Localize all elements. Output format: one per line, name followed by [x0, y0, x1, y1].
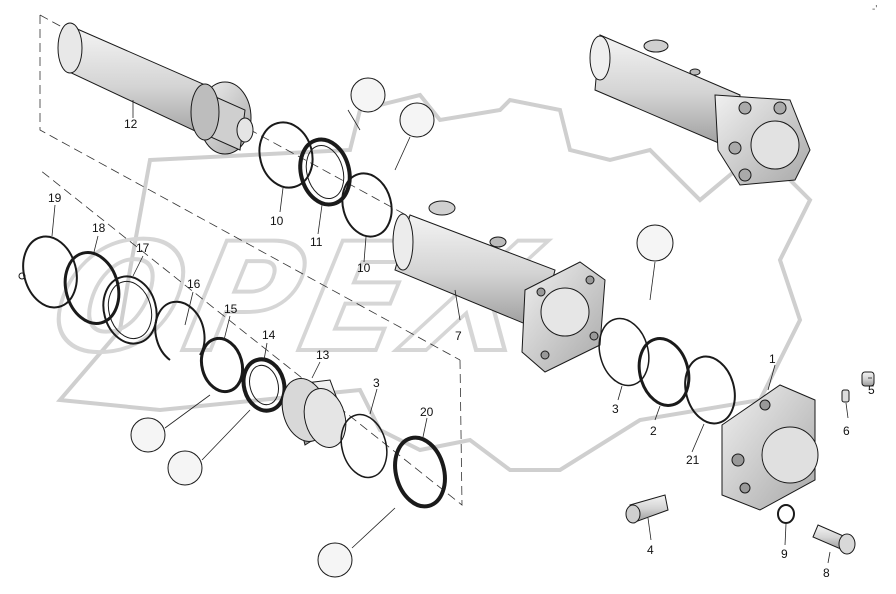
callout-6: 6: [843, 424, 850, 438]
callout-4: 4: [647, 543, 654, 557]
part-8-bolt: [812, 524, 856, 555]
corner-mark: -': [872, 4, 877, 15]
detail-bubbles: [130, 77, 674, 578]
assembled-cylinder-view: [589, 34, 811, 186]
callout-9: 9: [781, 547, 788, 561]
part-2-ring: [637, 337, 691, 407]
part-19-snap-ring: [18, 235, 78, 309]
assembly-boundary: [39, 14, 471, 506]
detail-bubble-4: [130, 417, 166, 453]
callout-5: 5: [868, 383, 875, 397]
callout-10-upper: 10: [270, 214, 284, 228]
callout-20: 20: [420, 405, 434, 419]
part-13-piston: [281, 378, 347, 448]
detail-bubble-5: [167, 450, 203, 486]
callout-11: 11: [310, 235, 323, 249]
callout-10-lower: 10: [357, 261, 371, 275]
callout-17: 17: [136, 241, 150, 255]
part-14-seal: [241, 357, 287, 413]
part-3-ring-left: [340, 413, 388, 479]
detail-bubble-6: [317, 542, 353, 578]
part-7-piston-body: [392, 200, 606, 373]
part-10-ring-upper: [258, 121, 314, 189]
detail-bubble-2: [399, 102, 435, 138]
part-17-ring: [102, 275, 158, 345]
callout-16: 16: [187, 277, 201, 291]
callout-7: 7: [455, 329, 462, 343]
part-12-cylinder-tube: [57, 22, 254, 155]
part-6-pin: [841, 389, 850, 403]
part-10-ring-lower: [341, 172, 393, 238]
part-9-washer: [777, 504, 795, 524]
part-15-ring: [199, 336, 245, 394]
part-21-ring: [684, 355, 736, 425]
part-16-split-ring: [154, 300, 206, 361]
detail-bubble-1: [350, 77, 386, 113]
callout-12: 12: [124, 117, 138, 131]
callout-3-left: 3: [373, 376, 380, 390]
callout-14: 14: [262, 328, 276, 342]
leader-lines: [51, 100, 872, 564]
callout-labels: 1 2 3 3 4 5 6 7 8 9 10 10 11 12 13 14 15…: [48, 117, 875, 580]
callout-21: 21: [686, 453, 700, 467]
detail-bubble-3: [636, 224, 674, 262]
part-1-end-block: [721, 384, 819, 511]
callout-2: 2: [650, 424, 657, 438]
part-11-seal: [298, 137, 352, 207]
part-20-seal: [393, 435, 447, 509]
part-4-valve: [625, 494, 669, 524]
callout-13: 13: [316, 348, 330, 362]
callout-15: 15: [224, 302, 238, 316]
callout-1: 1: [769, 352, 776, 366]
callout-3-right: 3: [612, 402, 619, 416]
part-5-plug: [861, 371, 875, 387]
callout-8: 8: [823, 566, 830, 580]
callout-18: 18: [92, 221, 106, 235]
part-18-ring: [63, 251, 121, 325]
callout-19: 19: [48, 191, 62, 205]
